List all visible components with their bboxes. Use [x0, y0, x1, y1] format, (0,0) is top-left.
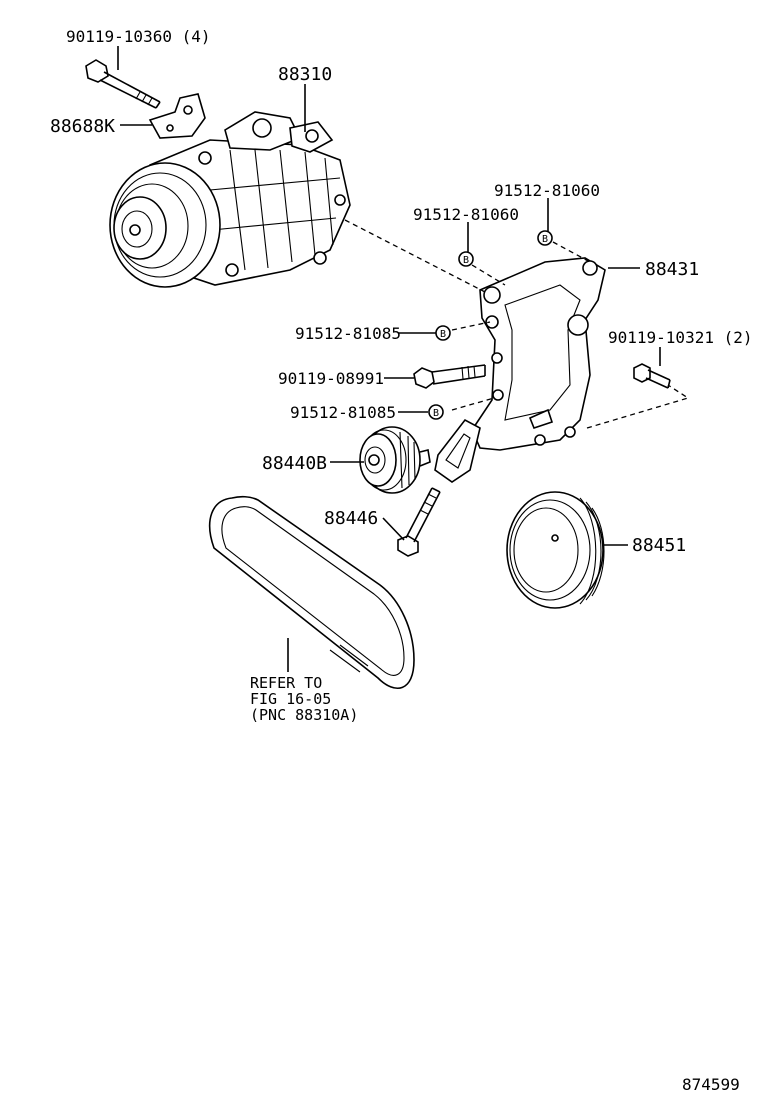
crank-pulley-drawing	[506, 491, 605, 609]
b-marker-label: B	[440, 329, 446, 340]
part-label-bolt-top: 90119-10360 (4)	[66, 27, 211, 46]
b-marker: B	[435, 325, 451, 341]
part-label-bracket: 88431	[645, 259, 699, 280]
bolt-top-drawing	[85, 59, 161, 109]
part-label-idler-pulley: 88440B	[262, 453, 327, 474]
leader-lines	[117, 46, 661, 672]
part-label-adjust-bolt: 88446	[324, 508, 378, 529]
part-label-compressor: 88310	[278, 64, 332, 85]
note-line-2: FIG 16-05	[250, 690, 331, 708]
bolt-right-drawing	[633, 363, 671, 389]
part-label-crank-pulley: 88451	[632, 535, 686, 556]
part-label-stud-upper-right: 91512-81060	[494, 181, 600, 200]
b-marker-label: B	[463, 255, 469, 266]
adjust-bolt-drawing	[397, 487, 441, 557]
part-label-stud-lower: 91512-81085	[290, 403, 396, 422]
bracket-88431-drawing	[434, 257, 606, 483]
bracket-88688k-drawing	[148, 93, 206, 139]
b-marker-label: B	[433, 408, 439, 419]
note-line-1: REFER TO	[250, 674, 322, 692]
part-label-stud-upper-mid: 91512-81060	[413, 205, 519, 224]
part-label-stud-mid: 91512-81085	[295, 324, 401, 343]
note-line-3: (PNC 88310A)	[250, 706, 358, 724]
b-marker: B	[428, 404, 444, 420]
b-marker: B	[537, 230, 553, 246]
figure-number: 874599	[682, 1075, 740, 1094]
b-marker-label: B	[542, 234, 548, 245]
idler-pulley-drawing	[359, 426, 431, 494]
compressor-drawing	[109, 111, 351, 288]
bolt-mid-drawing	[413, 364, 486, 389]
part-label-bolt-right: 90119-10321 (2)	[608, 328, 753, 347]
b-marker: B	[458, 251, 474, 267]
v-belt-drawing	[208, 495, 415, 689]
part-label-bolt-mid: 90119-08991	[278, 369, 384, 388]
part-label-bracket-k: 88688K	[50, 116, 115, 137]
assembly-lines	[344, 219, 690, 429]
